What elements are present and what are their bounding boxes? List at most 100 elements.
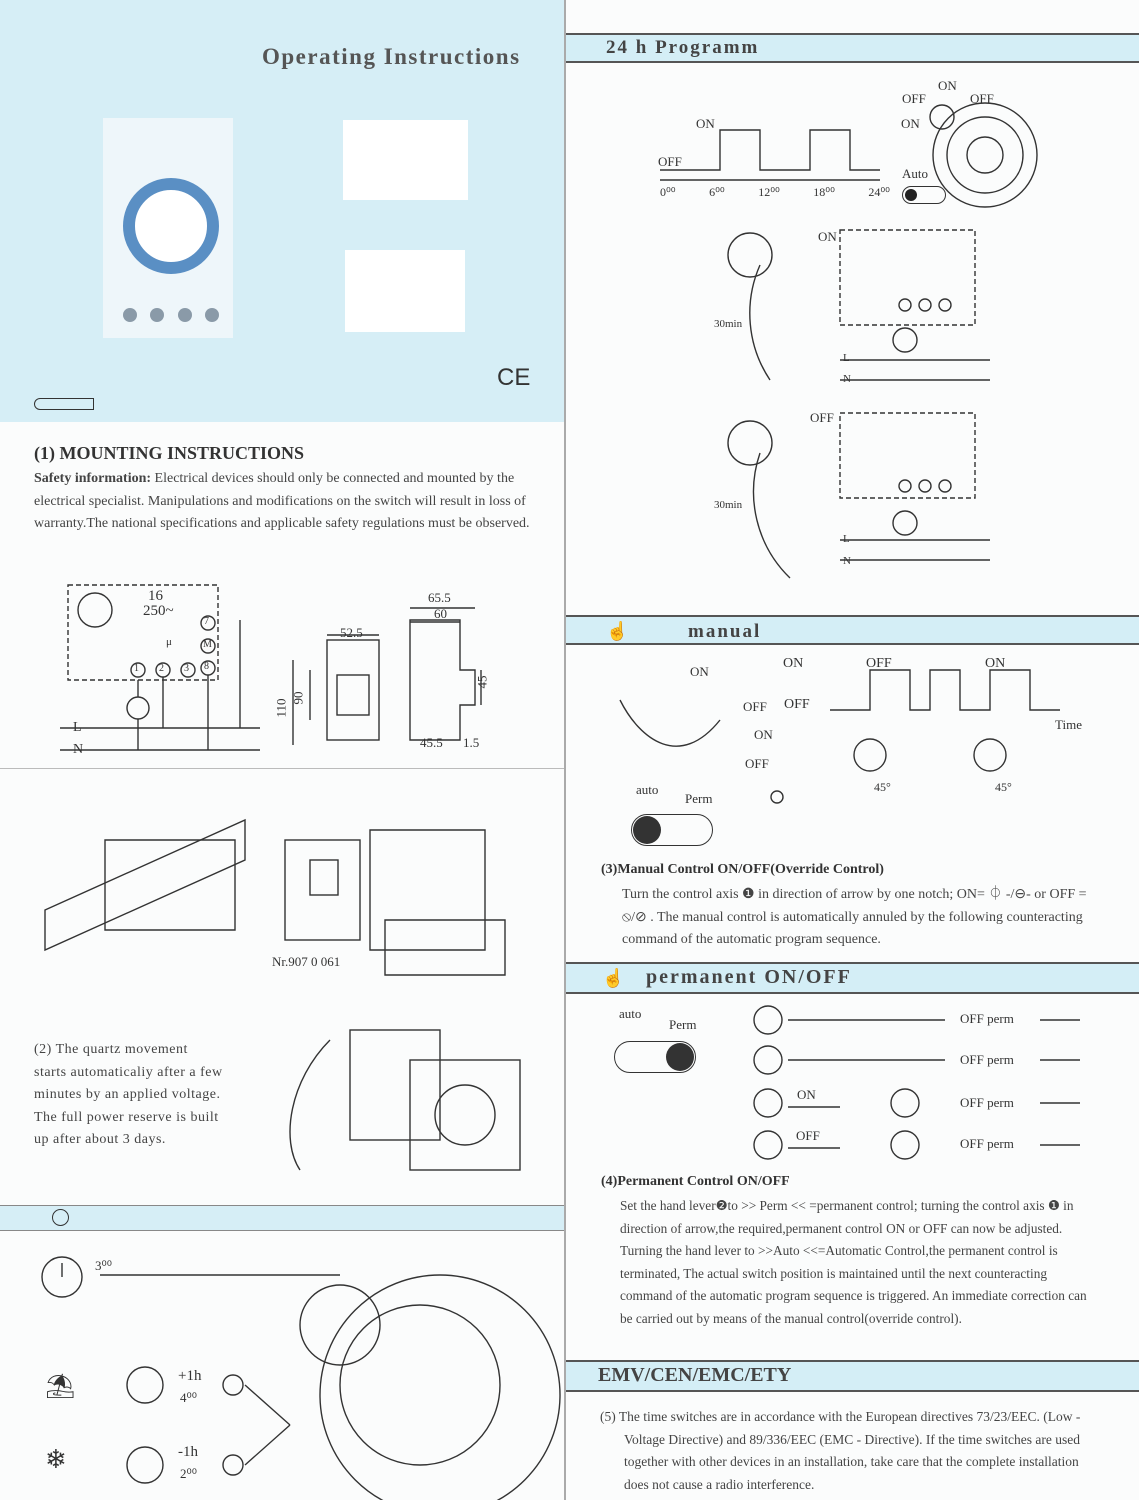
dial-on-top: ON (938, 78, 957, 93)
tick: 6⁰⁰ (709, 185, 725, 199)
program-timeline (660, 129, 880, 181)
cam-line-l: L (843, 352, 850, 364)
din-rail-mounting-diagram (44, 818, 506, 976)
tick: 0⁰⁰ (660, 185, 676, 199)
manual-timeline-on: ON (783, 656, 804, 671)
emv-band: EMV/CEN/EMC/ETY (566, 1360, 1139, 1392)
emv-heading: EMV/CEN/EMC/ETY (598, 1364, 792, 1386)
dim-90: 90 (290, 691, 306, 705)
side-view-image (345, 250, 465, 332)
battery-insertion-diagram (289, 1029, 521, 1171)
manual-diagram (619, 669, 1060, 804)
back-view-image (343, 120, 468, 200)
cover-panel (0, 0, 564, 422)
program-dial (929, 102, 1038, 208)
manual-perm-label: Perm (685, 791, 713, 806)
cam-30min-a: 30min (714, 318, 743, 330)
dim-110: 110 (273, 698, 289, 718)
dim-65-5: 65.5 (428, 590, 451, 605)
timeline-on: ON (696, 116, 715, 131)
time-plus-1h: +1h (178, 1368, 202, 1384)
cam-line-n: N (843, 373, 851, 385)
hand-icon: ☝ (606, 621, 629, 641)
screwdriver-icon (34, 398, 94, 410)
manual-dial-on2: ON (754, 727, 773, 742)
hand-icon: ☝ (602, 968, 625, 988)
manual-heading-text: manual (688, 621, 762, 642)
perm-perm-label: Perm (669, 1017, 697, 1032)
dial-off-left: OFF (902, 91, 926, 106)
mounting-heading: (1) MOUNTING INSTRUCTIONS (34, 443, 305, 463)
dim-1-5: 1.5 (463, 735, 480, 750)
safety-text: Electrical devices should only be connec… (34, 471, 530, 531)
cam-off-label: OFF (810, 410, 834, 425)
angle-45-a: 45° (874, 780, 891, 794)
manual-dial-off: OFF (743, 699, 767, 714)
wiring-diagram (60, 584, 260, 751)
perm-off-label: OFF (796, 1128, 820, 1143)
manual-timeline-off-start: OFF (784, 697, 810, 712)
timeline-ticks: 0⁰⁰ 6⁰⁰ 12⁰⁰ 18⁰⁰ 24⁰⁰ (660, 185, 890, 200)
on-cam-diagram (727, 229, 990, 381)
permanent-control-text: Set the hand lever❷to >> Perm << =perman… (620, 1198, 1087, 1326)
off-perm-row-3: OFF perm (960, 1095, 1014, 1110)
perm-on-label: ON (797, 1087, 816, 1102)
permanent-control-title: (4)Permanent Control ON/OFF (601, 1174, 790, 1189)
tick: 18⁰⁰ (813, 185, 835, 199)
ce-mark: CE (497, 364, 531, 391)
part-number: Nr.907 0 061 (272, 954, 341, 969)
off-perm-row-2: OFF perm (960, 1052, 1014, 1067)
cam-on-label: ON (818, 229, 837, 244)
clock-section-band (0, 1205, 564, 1231)
permanent-rows-diagram (753, 1005, 1080, 1160)
dimension-drawing (292, 607, 482, 745)
terminal-2: 2 (159, 663, 164, 674)
line-l: L (73, 720, 82, 735)
emv-text: (5) The time switches are in accordance … (600, 1409, 1081, 1492)
dim-45-5: 45.5 (420, 735, 443, 750)
manual-control-text: Turn the control axis ❶ in direction of … (622, 887, 1087, 947)
dial-on-left: ON (901, 116, 920, 131)
quartz-movement-text: (2) The quartz movement starts automatic… (34, 1042, 223, 1147)
off-cam-diagram (727, 412, 990, 579)
safety-label: Safety information: (34, 471, 152, 486)
auto-perm-switch[interactable] (631, 814, 713, 846)
perm-auto-label: auto (619, 1006, 642, 1021)
terminal-3: 3 (184, 663, 189, 674)
fold-line (564, 0, 566, 1500)
line-n: N (73, 742, 84, 757)
cam-line-l2: L (843, 533, 850, 545)
terminal-7: 7 (204, 616, 209, 627)
time-label: Time (1055, 717, 1082, 732)
manual-auto-label: auto (636, 782, 659, 797)
terminal-8: 8 (204, 661, 209, 672)
manual-dial-off2: OFF (745, 756, 769, 771)
off-perm-row-4: OFF perm (960, 1136, 1014, 1151)
dim-45: 45 (474, 675, 490, 689)
time-4h: 4⁰⁰ (180, 1390, 197, 1405)
hand-lever-switch[interactable] (614, 1041, 696, 1073)
cam-30min-b: 30min (714, 499, 743, 511)
rating-current: 16 (148, 588, 163, 604)
auto-switch (902, 186, 946, 204)
mu-symbol: μ (166, 636, 172, 648)
time-setting-diagram (41, 1256, 561, 1500)
manual-timeline-on2: ON (985, 656, 1006, 671)
timer-product-image (103, 118, 233, 338)
motor-symbol: M (203, 639, 212, 650)
cam-line-n2: N (843, 555, 851, 567)
auto-label: Auto (902, 166, 928, 181)
tick: 12⁰⁰ (758, 185, 780, 199)
timeline-off: OFF (658, 154, 682, 169)
dial-off-right: OFF (970, 91, 994, 106)
tick: 24⁰⁰ (868, 185, 890, 199)
off-perm-row-1: OFF perm (960, 1011, 1014, 1026)
program-band: 24 h Programm (566, 33, 1139, 63)
dim-52-5: 52.5 (340, 625, 363, 640)
time-3h: 3⁰⁰ (95, 1258, 112, 1273)
dim-60: 60 (434, 606, 447, 621)
rating-voltage: 250~ (143, 603, 174, 619)
page-title: Operating Instructions (262, 44, 521, 69)
winter-icon: ❄ (45, 1445, 67, 1474)
time-minus-1h: -1h (178, 1444, 198, 1460)
